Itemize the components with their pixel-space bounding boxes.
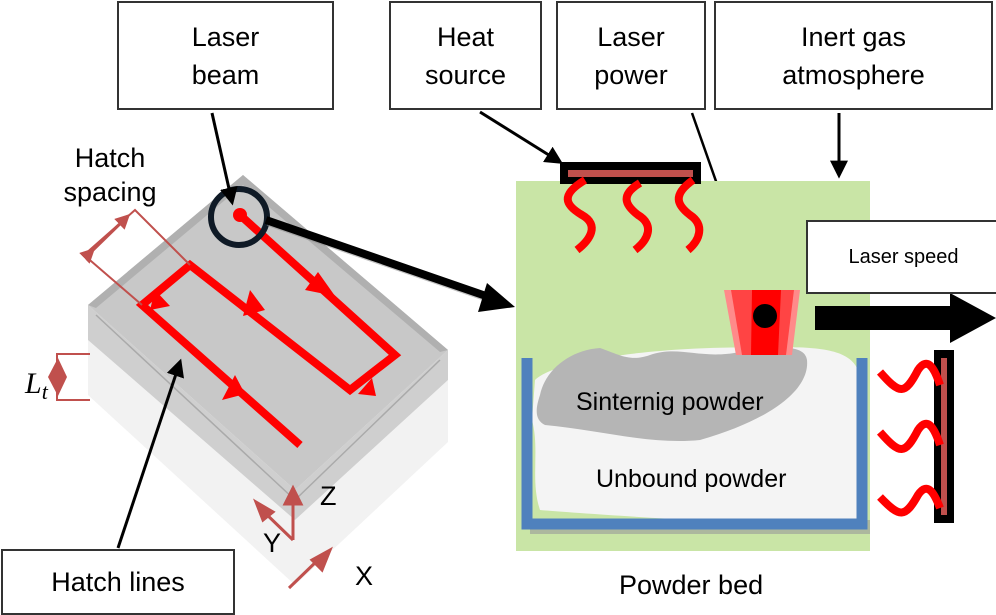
heat-source-pointer — [479, 110, 564, 164]
layer-thickness-label: Lt — [24, 367, 49, 404]
heat-wave-icon — [674, 176, 704, 254]
laser-power-callout: Laser power — [556, 1, 706, 110]
scan-arrow — [243, 290, 265, 316]
axes-triad — [253, 484, 333, 590]
beam-zoom-indicator — [208, 186, 515, 312]
scan-arrow — [150, 290, 170, 310]
hatch-lines-pointer — [116, 358, 184, 549]
laser-beam-callout: Laser beam — [117, 1, 334, 110]
heat-wave-icon — [563, 176, 596, 254]
hatch-spacing-dimension — [79, 208, 191, 306]
beam-circle — [208, 186, 270, 248]
top-heater — [560, 162, 701, 184]
scan-arrow — [222, 375, 245, 400]
unbound-powder-label: Unbound powder — [596, 465, 786, 493]
heat-wave-icon — [876, 419, 944, 453]
heat-waves-side — [876, 359, 944, 517]
laser-spot — [233, 208, 247, 222]
heat-source-callout: Heat source — [389, 1, 542, 110]
hatch-spacing-label: Hatch spacing — [63, 143, 157, 207]
laser-speed-callout: Laser speed — [806, 220, 996, 294]
block-side-face — [88, 340, 448, 585]
layer-thickness-symbol: L — [24, 367, 42, 400]
powder-bed — [521, 347, 870, 534]
scan-direction-arrows — [150, 272, 376, 400]
sintering-powder-label: Sinternig powder — [576, 388, 764, 416]
scan-arrow — [305, 272, 335, 296]
heat-waves-top — [563, 176, 704, 254]
heat-wave-icon — [622, 179, 652, 254]
hatch-lines-callout: Hatch lines — [1, 549, 235, 615]
laser-scan-path — [135, 208, 402, 448]
laser-power-dot — [753, 304, 777, 328]
laser-nozzle — [724, 290, 800, 355]
layer-thickness-subscript: t — [42, 379, 49, 404]
block-front-face — [88, 305, 448, 520]
side-heater — [934, 350, 954, 523]
sintered-powder-region — [536, 347, 808, 442]
heat-wave-icon — [877, 484, 944, 517]
powder-bed-container — [521, 358, 868, 530]
laser-beam-pointer — [210, 112, 238, 206]
inert-gas-callout: Inert gas atmosphere — [714, 1, 993, 110]
axis-z-label: Z — [320, 481, 337, 511]
heat-wave-icon — [876, 359, 944, 393]
axis-y-label: Y — [263, 528, 281, 558]
powder-bed-label: Powder bed — [619, 570, 763, 600]
axis-x-label: X — [355, 561, 373, 591]
layer-thickness-dimension — [48, 353, 90, 401]
beam-arrow-head — [478, 283, 515, 312]
scan-line — [135, 212, 402, 448]
scan-arrow — [358, 378, 376, 396]
laser-speed-arrow — [815, 293, 996, 343]
